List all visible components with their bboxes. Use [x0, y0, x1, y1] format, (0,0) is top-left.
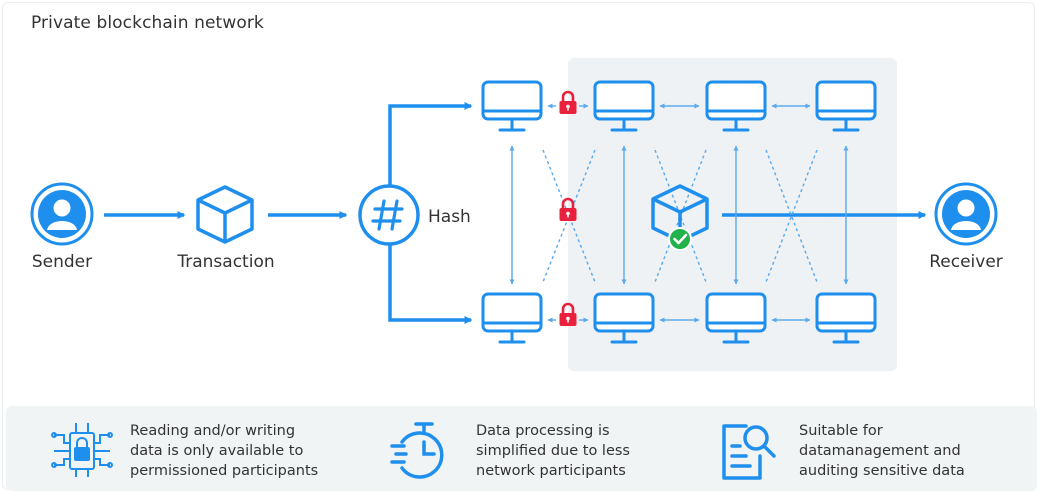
- hash-to-top-node-arrow: [388, 102, 473, 185]
- check-icon: [668, 227, 692, 251]
- document-search-icon: [722, 424, 776, 480]
- hash-to-bottom-node-arrow: [388, 245, 473, 324]
- monitor-icon: [481, 292, 543, 344]
- feature-access-text: Reading and/or writing data is only avai…: [130, 423, 319, 479]
- horizontal-links: [547, 103, 811, 323]
- transaction-cube-icon: [196, 185, 254, 244]
- sender-user-icon: [30, 182, 94, 246]
- vertical-links: [509, 145, 849, 285]
- sender-label: Sender: [31, 252, 93, 272]
- feature-auditing-text: Suitable for datamanagement and auditing…: [799, 423, 965, 479]
- receiver-label: Receiver: [929, 252, 1003, 272]
- transaction-label: Transaction: [177, 252, 275, 272]
- circuit-lock-icon: [51, 423, 113, 477]
- diagram-title: Private blockchain network: [31, 13, 264, 33]
- features-footer: Reading and/or writing data is only avai…: [6, 406, 1037, 491]
- stopwatch-icon: [390, 422, 444, 479]
- feature-processing-text: Data processing is simplified due to les…: [476, 423, 630, 479]
- hash-label: Hash: [428, 207, 471, 227]
- receiver-user-icon: [934, 182, 998, 246]
- hash-icon: [358, 184, 420, 246]
- monitor-icon: [481, 80, 543, 132]
